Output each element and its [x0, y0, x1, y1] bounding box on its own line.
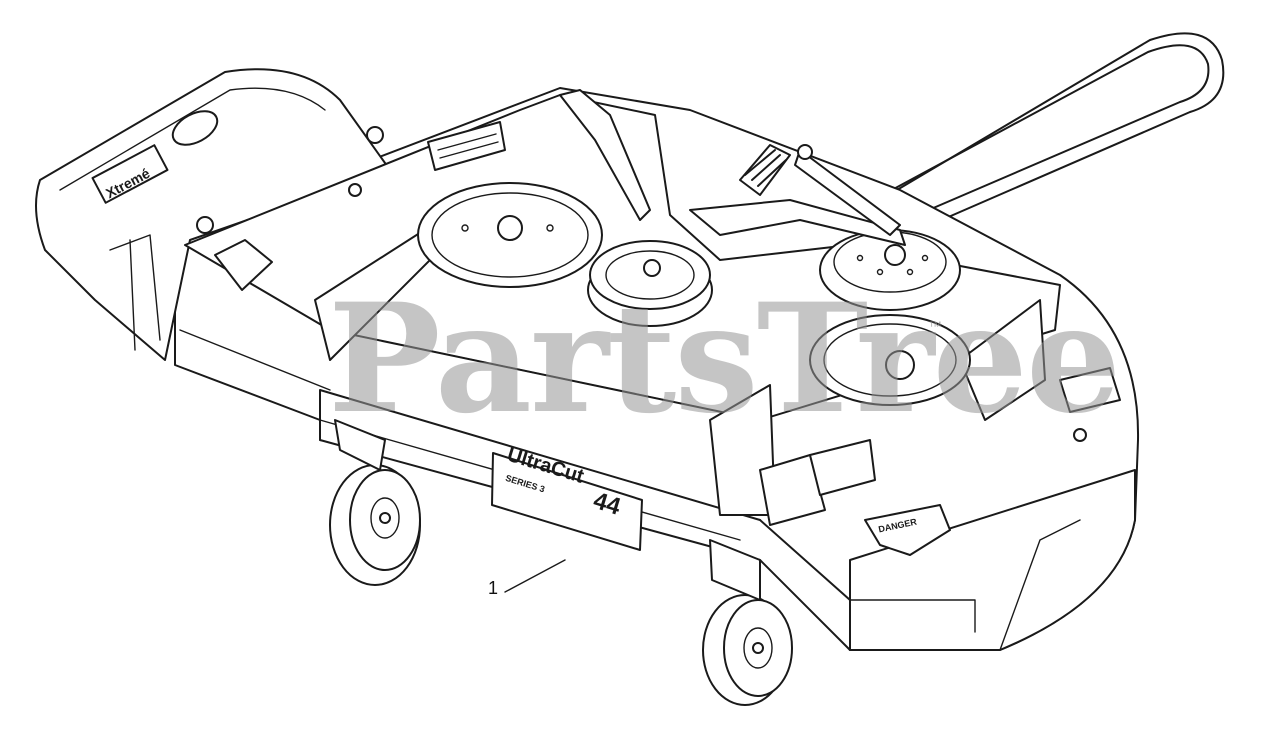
- callout-leader-1: [504, 559, 566, 593]
- warning-decal-top: [427, 121, 506, 171]
- danger-decal-left: [214, 239, 273, 291]
- idler-pulley-center: [587, 240, 713, 327]
- spindle-pulley-right: [809, 314, 971, 406]
- warning-decal-front: [759, 439, 876, 526]
- watermark-trademark: ™: [928, 318, 942, 334]
- idler-arm-assembly: [689, 144, 906, 246]
- caster-wheel-left: [329, 419, 421, 586]
- side-bracket: [959, 299, 1046, 421]
- spindle-pulley-left: [417, 182, 603, 288]
- drive-belt: [879, 32, 1225, 226]
- lift-bracket-rear: [559, 89, 651, 221]
- danger-badge: DANGER: [864, 504, 951, 556]
- discharge-chute: Xtremé: [35, 68, 391, 361]
- idler-pulley-right: [819, 229, 961, 311]
- height-adjust-decal: [1059, 367, 1121, 413]
- caster-wheel-right: [702, 539, 793, 706]
- callout-label-1: 1: [488, 578, 499, 598]
- hardware-bolts: [196, 126, 1087, 442]
